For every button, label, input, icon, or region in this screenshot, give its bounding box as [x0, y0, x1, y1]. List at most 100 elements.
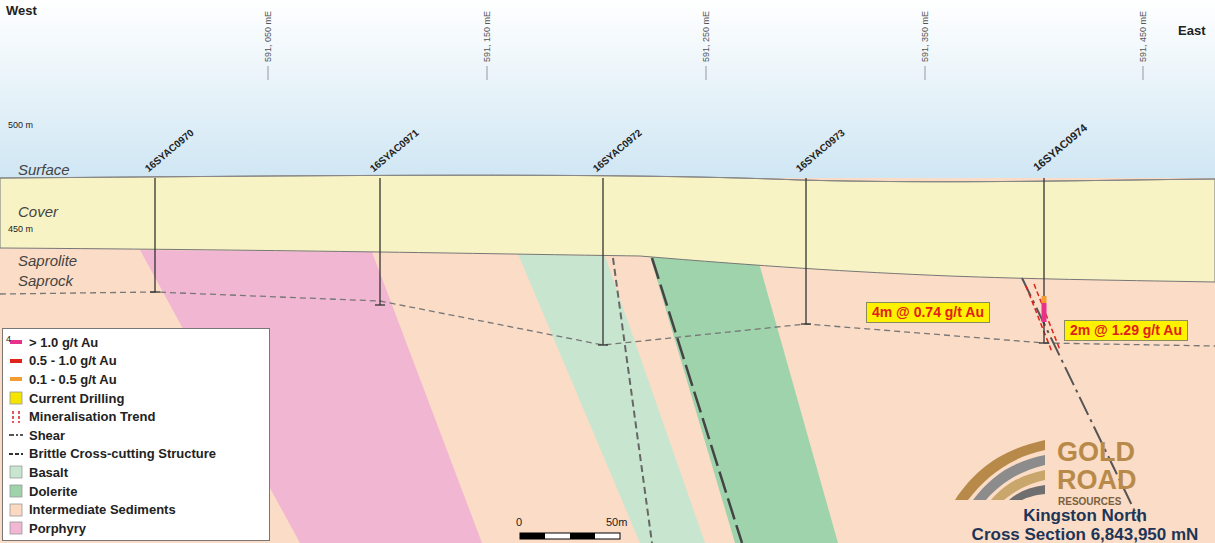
direction-label: West	[6, 4, 37, 19]
scale-bar	[520, 533, 620, 539]
cover-layer	[0, 175, 1215, 282]
legend-swatch	[10, 466, 22, 478]
elevation-label: 450 m	[8, 224, 33, 234]
shear	[1022, 278, 1140, 522]
legend-text: Shear	[29, 428, 65, 443]
legend-item: Intermediate Sediments	[9, 500, 269, 519]
legend-item: Basalt	[9, 463, 269, 482]
legend-box: > 1.0 g/t Au 0.5 - 1.0 g/t Au 0.1 - 0.5 g/…	[2, 328, 270, 541]
legend-swatch	[10, 377, 22, 381]
legend-item: 0.1 - 0.5 g/t Au	[9, 370, 269, 389]
easting-label: 591, 050 mE	[263, 11, 273, 62]
surface-line	[0, 175, 1215, 182]
section-stroke	[805, 178, 806, 324]
drill-holes	[150, 178, 1049, 345]
layer-label: Surface	[18, 161, 70, 178]
easting-label: 591, 350 mE	[920, 11, 930, 62]
assay-callout: 4m @ 0.74 g/t Au	[866, 302, 990, 323]
section-stroke	[520, 533, 545, 539]
section-stroke	[150, 291, 160, 292]
legend-line	[18, 411, 20, 423]
section-stroke	[925, 66, 926, 80]
section-stroke	[801, 323, 811, 324]
sky	[0, 0, 1215, 180]
direction-label: East	[1178, 24, 1205, 39]
section-stroke	[375, 304, 385, 305]
legend-swatch	[9, 428, 23, 442]
legend-text: Mineralisation Trend	[29, 409, 155, 424]
logo-text: ROAD	[1057, 465, 1137, 496]
easting-ticks	[268, 66, 1143, 80]
legend-swatch	[9, 484, 23, 498]
layer-label: Saprock	[18, 272, 73, 289]
assay-interval	[1042, 303, 1047, 322]
elevation-label: 4	[6, 334, 11, 344]
dolerite-band	[650, 256, 838, 543]
legend-line	[9, 453, 23, 455]
legend-swatch	[9, 391, 23, 405]
legend-swatch	[9, 447, 23, 461]
legend-item: Dolerite	[9, 482, 269, 501]
section-subtitle: Cross Section 6,843,950 mN	[972, 525, 1199, 543]
assay-callout: 2m @ 1.29 g/t Au	[1064, 320, 1188, 341]
section-stroke	[602, 178, 603, 345]
legend-text: > 1.0 g/t Au	[29, 335, 98, 350]
easting-label: 591, 250 mE	[701, 11, 711, 62]
legend-item: Shear	[9, 426, 269, 445]
legend-swatch	[10, 359, 22, 363]
legend-swatch	[10, 485, 22, 497]
legend-text: Porphyry	[29, 521, 86, 536]
legend-text: Dolerite	[29, 484, 77, 499]
section-stroke	[1043, 178, 1044, 343]
logo-text: RESOURCES	[1058, 496, 1121, 508]
easting-label: 591, 450 mE	[1138, 11, 1148, 62]
legend-text: Basalt	[29, 465, 68, 480]
section-stroke	[598, 344, 608, 345]
legend-item: Current Drilling	[9, 389, 269, 408]
section-stroke	[991, 470, 1045, 500]
section-stroke	[1039, 342, 1049, 343]
legend-swatch	[9, 354, 23, 368]
legend-text: Intermediate Sediments	[29, 502, 176, 517]
section-stroke	[973, 455, 1045, 500]
logo-text: GOLD	[1057, 437, 1135, 468]
legend-swatch	[9, 503, 23, 517]
legend-swatch	[9, 372, 23, 386]
legend-swatch	[9, 410, 23, 424]
section-stroke	[268, 66, 269, 80]
section-stroke	[955, 440, 1045, 500]
section-stroke	[487, 66, 488, 80]
company-logo	[955, 440, 1045, 500]
mineralisation-trend	[1034, 284, 1060, 350]
section-stroke	[570, 533, 595, 539]
easting-label: 591, 150 mE	[482, 11, 492, 62]
legend-item: > 1.0 g/t Au	[9, 333, 269, 352]
legend-swatch	[9, 465, 23, 479]
legend-swatch	[9, 335, 23, 349]
legend-swatch	[10, 392, 22, 404]
shear	[652, 258, 742, 543]
legend-text: 0.1 - 0.5 g/t Au	[29, 372, 117, 387]
legend-item: 0.5 - 1.0 g/t Au	[9, 352, 269, 371]
legend-swatch	[10, 522, 22, 534]
legend-text: 0.5 - 1.0 g/t Au	[29, 353, 117, 368]
legend-text: Current Drilling	[29, 391, 124, 406]
scale-label: 0	[516, 516, 522, 529]
legend-text: Brittle Cross-cutting Structure	[29, 446, 216, 461]
section-stroke	[1143, 66, 1144, 80]
section-stroke	[1009, 485, 1045, 500]
legend-line	[12, 411, 14, 423]
legend-item: Mineralisation Trend	[9, 407, 269, 426]
legend-swatch	[10, 340, 22, 344]
legend-item: Brittle Cross-cutting Structure	[9, 445, 269, 464]
legend-item: Porphyry	[9, 519, 269, 538]
brittle-structure	[613, 258, 652, 543]
layer-label: Saprolite	[18, 252, 77, 269]
assay-interval	[1042, 296, 1047, 303]
scale-label: 50m	[606, 516, 627, 529]
section-stroke	[520, 533, 620, 539]
section-stroke	[706, 66, 707, 80]
layer-label: Cover	[18, 203, 58, 220]
assay-text: 4m @ 0.74 g/t Au	[872, 304, 984, 321]
assay-text: 2m @ 1.29 g/t Au	[1070, 322, 1182, 339]
